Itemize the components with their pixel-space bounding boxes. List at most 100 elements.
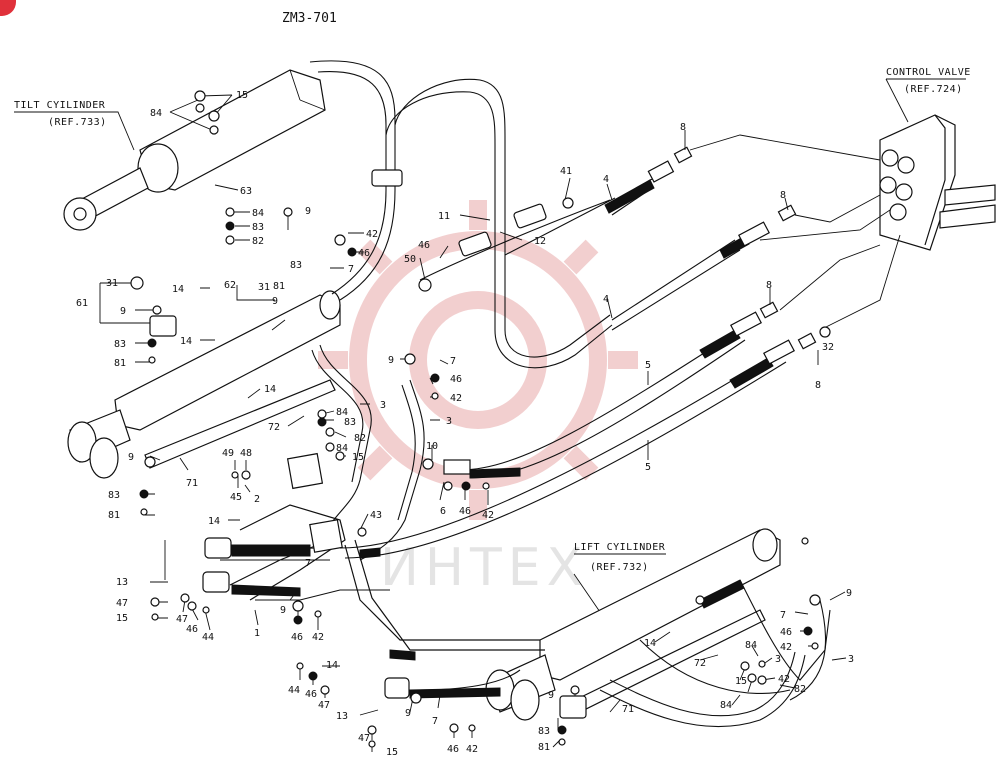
lift-cylinder-ref: (REF.732) — [590, 562, 649, 573]
callout-42: 42 — [778, 674, 790, 685]
watermark-text: ИНТЕХ — [380, 538, 588, 598]
callout-6: 6 — [440, 506, 446, 517]
callout-83: 83 — [114, 339, 126, 350]
callout-71: 71 — [622, 704, 634, 715]
callout-32: 32 — [822, 342, 834, 353]
callout-46: 46 — [418, 240, 430, 251]
callout-82: 82 — [794, 684, 806, 695]
callout-83: 83 — [290, 260, 302, 271]
callout-3: 3 — [775, 654, 781, 665]
callout-48: 48 — [240, 448, 252, 459]
callout-4: 4 — [603, 174, 609, 185]
callout-50: 50 — [404, 254, 416, 265]
leader-lines — [99, 94, 847, 752]
callout-47: 47 — [318, 700, 330, 711]
callout-10: 10 — [426, 441, 438, 452]
tilt-cylinder-top — [63, 69, 326, 231]
tilt-cylinder-middle — [67, 290, 341, 479]
callout-44: 44 — [202, 632, 214, 643]
lift-cylinder-title: LIFT CYILINDER (REF.732) — [573, 542, 666, 613]
callout-9: 9 — [272, 296, 278, 307]
diagram-title: ZM3-701 — [282, 11, 337, 26]
callout-47: 47 — [116, 598, 128, 609]
callout-7: 7 — [450, 356, 456, 367]
tilt-cylinder-title: TILT CYILINDER (REF.733) — [14, 100, 135, 151]
callout-31: 31 — [106, 278, 118, 289]
callout-14: 14 — [264, 384, 276, 395]
callout-83: 83 — [344, 417, 356, 428]
callout-84: 84 — [745, 640, 757, 651]
callout-8: 8 — [780, 190, 786, 201]
callout-13: 13 — [336, 711, 348, 722]
fittings — [149, 146, 817, 719]
callout-72: 72 — [268, 422, 280, 433]
tilt-cylinder-ref: (REF.733) — [48, 117, 107, 128]
callout-47: 47 — [176, 614, 188, 625]
callout-49: 49 — [222, 448, 234, 459]
callout-15: 15 — [352, 452, 364, 463]
callout-14: 14 — [180, 336, 192, 347]
callout-44: 44 — [288, 685, 300, 696]
callout-2: 2 — [254, 494, 260, 505]
callout-15: 15 — [236, 90, 248, 101]
callout-12: 12 — [534, 236, 546, 247]
callout-83: 83 — [108, 490, 120, 501]
callout-42: 42 — [312, 632, 324, 643]
callout-14: 14 — [326, 660, 338, 671]
callout-82: 82 — [354, 433, 366, 444]
callout-7: 7 — [348, 264, 354, 275]
callout-46: 46 — [459, 506, 471, 517]
callout-84: 84 — [252, 208, 264, 219]
control-valve-name: CONTROL VALVE — [886, 67, 971, 78]
callout-9: 9 — [846, 588, 852, 599]
callout-63: 63 — [240, 186, 252, 197]
callout-42: 42 — [450, 393, 462, 404]
callout-3: 3 — [380, 400, 386, 411]
callout-47: 47 — [358, 733, 370, 744]
callout-84: 84 — [150, 108, 162, 119]
callout-84: 84 — [336, 443, 348, 454]
callout-4: 4 — [603, 294, 609, 305]
callout-42: 42 — [780, 642, 792, 653]
callout-42: 42 — [466, 744, 478, 755]
callout-9: 9 — [405, 708, 411, 719]
callout-9: 9 — [548, 690, 554, 701]
callout-46: 46 — [358, 248, 370, 259]
callout-42: 42 — [482, 510, 494, 521]
callout-84: 84 — [336, 407, 348, 418]
callout-81: 81 — [108, 510, 120, 521]
callout-83: 83 — [252, 222, 264, 233]
callout-42: 42 — [366, 229, 378, 240]
callout-7: 7 — [432, 716, 438, 727]
callout-5: 5 — [645, 462, 651, 473]
callout-8: 8 — [815, 380, 821, 391]
small-parts — [130, 90, 831, 748]
callout-15: 15 — [116, 613, 128, 624]
callout-14: 14 — [172, 284, 184, 295]
callout-8: 8 — [680, 122, 686, 133]
callout-7: 7 — [780, 610, 786, 621]
callout-3: 3 — [446, 416, 452, 427]
callout-81: 81 — [538, 742, 550, 753]
callout-9: 9 — [120, 306, 126, 317]
callout-7: 7 — [305, 558, 311, 569]
callout-81: 81 — [114, 358, 126, 369]
callout-8: 8 — [766, 280, 772, 291]
callout-46: 46 — [305, 689, 317, 700]
callout-5: 5 — [645, 360, 651, 371]
callout-labels: 15 84 63 9 84 83 82 81 83 31 61 9 83 81 … — [76, 90, 854, 758]
callout-45: 45 — [230, 492, 242, 503]
callout-72: 72 — [694, 658, 706, 669]
callout-46: 46 — [291, 632, 303, 643]
callout-71: 71 — [186, 478, 198, 489]
callout-9: 9 — [305, 206, 311, 217]
callout-15: 15 — [386, 747, 398, 758]
callout-11: 11 — [438, 211, 450, 222]
callout-84: 84 — [720, 700, 732, 711]
callout-3: 3 — [848, 654, 854, 665]
callout-46: 46 — [450, 374, 462, 385]
callout-46: 46 — [447, 744, 459, 755]
control-valve-title: CONTROL VALVE (REF.724) — [885, 67, 971, 123]
